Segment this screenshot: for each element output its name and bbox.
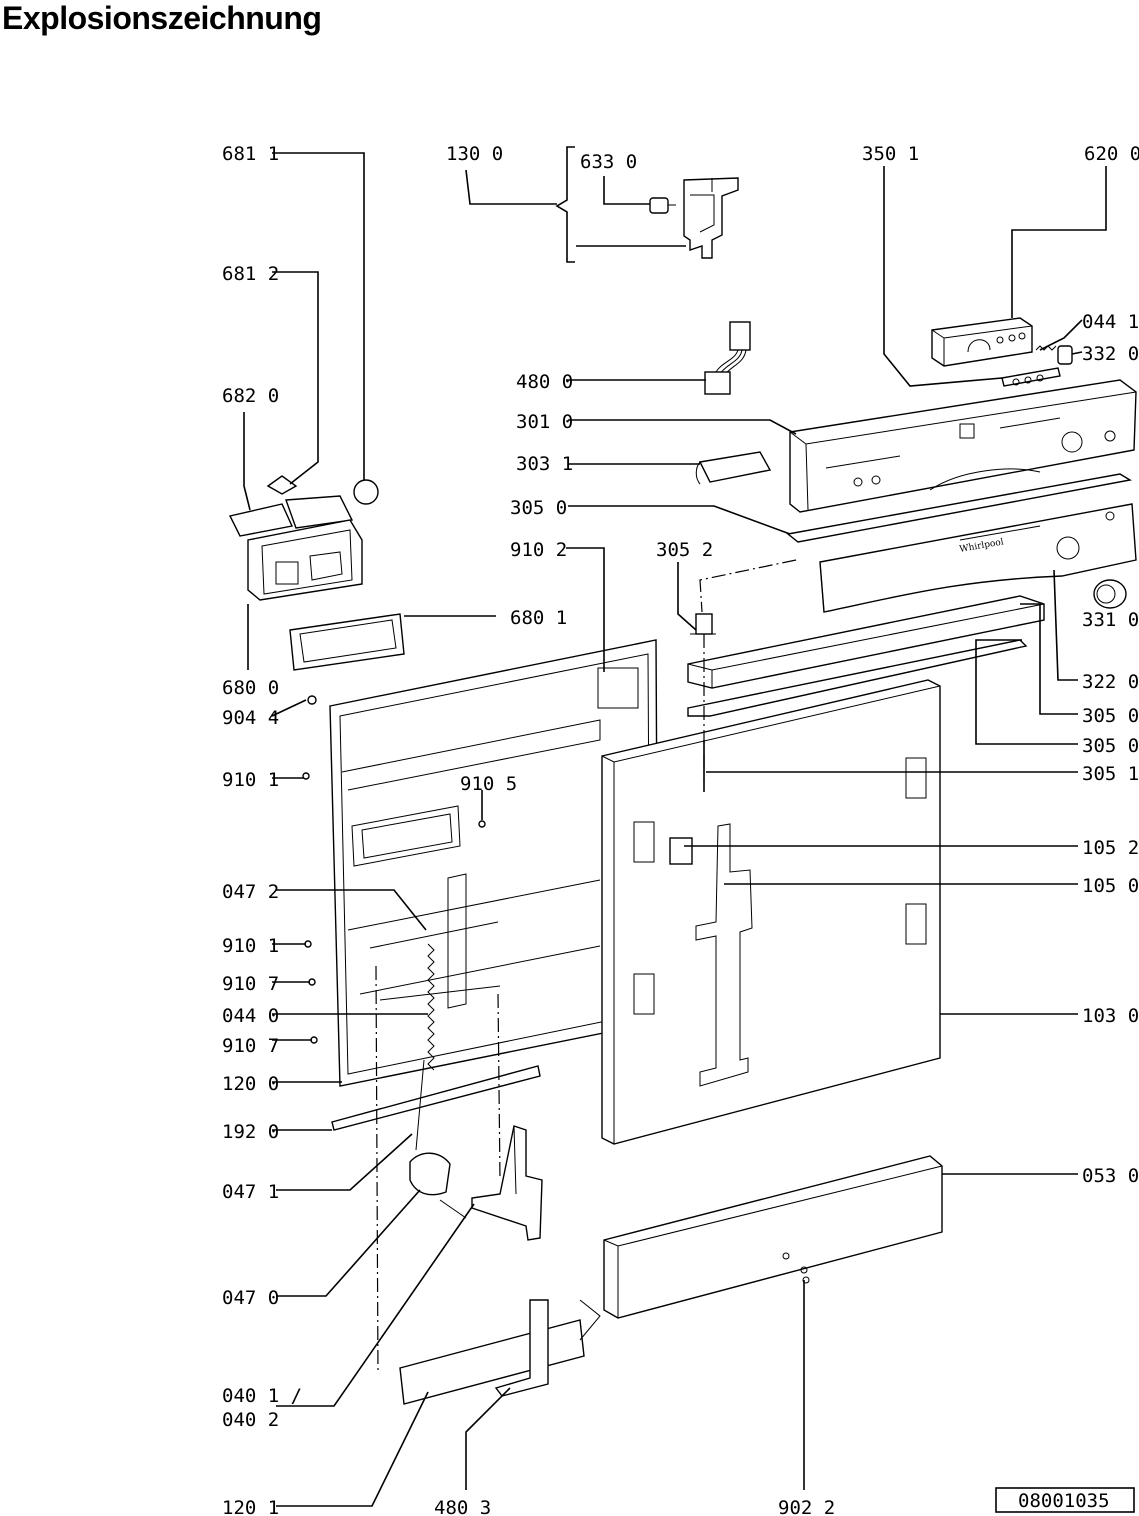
label-040-2: 040 2 — [222, 1409, 279, 1431]
label-620-0: 620 0 — [1084, 143, 1139, 165]
part-480-wire-harness — [704, 321, 751, 395]
centerline-mid — [497, 993, 501, 1181]
part-681-1-cap — [353, 479, 379, 505]
screw-904-4 — [307, 695, 317, 705]
part-053-kickplate — [603, 1155, 943, 1319]
part-305-rail-upper — [687, 595, 1045, 689]
label-305-0-c: 305 0 — [1082, 735, 1139, 757]
part-680-1-gasket — [289, 613, 405, 671]
group-brace-130 — [555, 146, 575, 263]
label-120-0: 120 0 — [222, 1073, 279, 1095]
part-305-2-clip — [690, 613, 716, 635]
screw-910-1a — [302, 772, 310, 780]
label-305-0-b: 305 0 — [1082, 705, 1139, 727]
label-331-0: 331 0 — [1082, 609, 1139, 631]
label-305-2: 305 2 — [656, 539, 713, 561]
label-040-1: 040 1 / — [222, 1385, 302, 1407]
label-105-2: 105 2 — [1082, 837, 1139, 859]
label-044-1: 044 1 — [1082, 311, 1139, 333]
screw-910-5 — [478, 820, 486, 828]
label-633-0: 633 0 — [580, 151, 637, 173]
part-902-screw — [800, 1266, 810, 1284]
part-047-hinge — [409, 1152, 467, 1219]
label-682-0: 682 0 — [222, 385, 279, 407]
part-331-knob — [1093, 579, 1127, 609]
label-322-0: 322 0 — [1082, 671, 1139, 693]
label-305-0-a: 305 0 — [510, 497, 567, 519]
label-047-0: 047 0 — [222, 1287, 279, 1309]
part-322-front-fascia — [819, 503, 1137, 613]
part-305-rail-lower — [687, 639, 1028, 717]
part-130-door-lock-bracket — [683, 177, 739, 259]
label-680-1: 680 1 — [510, 607, 567, 629]
part-332-button — [1057, 345, 1073, 365]
label-103-0: 103 0 — [1082, 1005, 1139, 1027]
label-301-0: 301 0 — [516, 411, 573, 433]
part-682-dispenser — [228, 495, 363, 601]
label-910-5: 910 5 — [460, 773, 517, 795]
label-480-0: 480 0 — [516, 371, 573, 393]
drawing-number: 08001035 — [1018, 1490, 1110, 1512]
label-910-7-a: 910 7 — [222, 973, 279, 995]
label-910-7-b: 910 7 — [222, 1035, 279, 1057]
label-910-1-b: 910 1 — [222, 935, 279, 957]
leader-lines — [243, 152, 1107, 1507]
label-053-0: 053 0 — [1082, 1165, 1139, 1187]
part-303-display-board — [695, 451, 772, 485]
part-633-microswitch — [649, 197, 676, 214]
centerline-clip — [699, 559, 797, 613]
part-192-strip — [331, 1065, 541, 1131]
label-350-1: 350 1 — [862, 143, 919, 165]
label-681-1: 681 1 — [222, 143, 279, 165]
part-305-seal-strip-upper — [786, 473, 1132, 543]
part-681-2-lid — [266, 475, 298, 495]
label-480-3: 480 3 — [434, 1497, 491, 1516]
label-120-1: 120 1 — [222, 1497, 279, 1516]
drawing-number-box — [995, 1487, 1135, 1513]
part-301-control-panel — [789, 379, 1137, 513]
label-910-1-a: 910 1 — [222, 769, 279, 791]
label-130-0: 130 0 — [446, 143, 503, 165]
label-332-0: 332 0 — [1082, 343, 1139, 365]
label-904-4: 904 4 — [222, 707, 279, 729]
centerline-left — [375, 965, 379, 1375]
label-910-2: 910 2 — [510, 539, 567, 561]
part-044-0-spring — [415, 943, 435, 1151]
part-620-control-module — [931, 317, 1033, 367]
page-title: Explosionszeichnung — [2, 0, 322, 36]
label-303-1: 303 1 — [516, 453, 573, 475]
part-labels: 681 1 130 0 633 0 350 1 620 0 681 2 044 … — [222, 143, 1139, 1516]
label-105-0: 105 0 — [1082, 875, 1139, 897]
label-902-2: 902 2 — [778, 1497, 835, 1516]
part-350-button-strip — [1001, 367, 1061, 387]
part-103-outer-door — [601, 679, 941, 1145]
label-047-2: 047 2 — [222, 881, 279, 903]
label-681-2: 681 2 — [222, 263, 279, 285]
label-047-1: 047 1 — [222, 1181, 279, 1203]
label-044-0: 044 0 — [222, 1005, 279, 1027]
label-680-0: 680 0 — [222, 677, 279, 699]
part-044-spring — [1035, 345, 1057, 351]
label-305-1: 305 1 — [1082, 763, 1139, 785]
part-040-hinge-bracket — [471, 1125, 543, 1241]
label-192-0: 192 0 — [222, 1121, 279, 1143]
